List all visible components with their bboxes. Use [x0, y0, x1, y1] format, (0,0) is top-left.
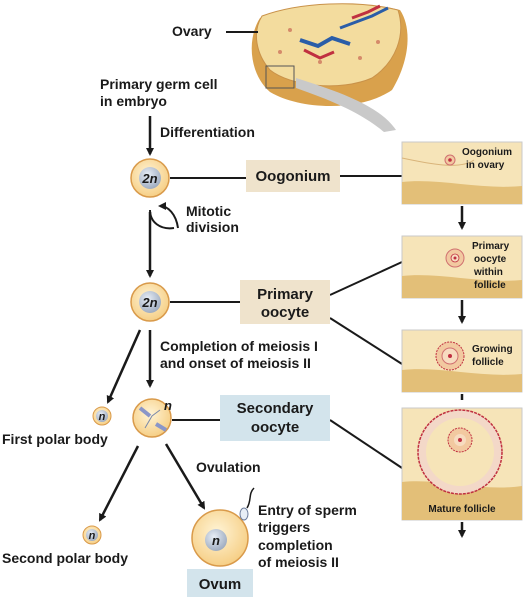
ovum-ploidy: n — [212, 533, 220, 548]
differentiation-label: Differentiation — [160, 124, 255, 140]
panel-primary-oocyte-follicle: Primary oocyte within follicle — [401, 235, 523, 299]
ovulation-label: Ovulation — [196, 459, 261, 475]
oogonium-box-label: Oogonium — [256, 168, 331, 185]
panel-4-label-1: Mature follicle — [428, 504, 496, 515]
arrow-primary-to-first-polar — [106, 329, 142, 404]
mitotic-label-1: Mitotic — [186, 203, 231, 219]
arrow-secondary-to-second-polar — [98, 445, 140, 522]
panel-1-label-1: Oogonium — [462, 147, 512, 158]
mitotic-curved-arrow — [158, 202, 179, 229]
primary-oocyte-box-label-1: Primary — [257, 286, 314, 303]
primary-germ-cell-label-1: Primary germ cell — [100, 76, 218, 92]
panel-growing-follicle: Growing follicle — [401, 329, 523, 393]
ovum-box-label: Ovum — [199, 576, 242, 593]
panel-2-label-2: oocyte — [474, 254, 507, 265]
first-polar-ploidy: n — [99, 411, 106, 423]
secondary-oocyte-box — [220, 395, 330, 441]
entry-label-2: triggers — [258, 519, 310, 535]
secondary-oocyte-box-label-1: Secondary — [237, 400, 314, 417]
mitotic-label-2: division — [186, 219, 239, 235]
entry-label-1: Entry of sperm — [258, 502, 357, 518]
ovary-illustration — [251, 3, 408, 132]
panel-oogonium-in-ovary: Oogonium in ovary — [401, 141, 523, 205]
ovum-box — [187, 569, 253, 597]
primary-germ-cell-label-2: in embryo — [100, 93, 167, 109]
connector-primary-panel-top — [329, 261, 403, 296]
first-polar-body-label: First polar body — [2, 431, 108, 447]
oogonium-cell: 2n — [130, 158, 170, 198]
primary-oocyte-ploidy: 2n — [141, 295, 157, 310]
panel-1-label-2: in ovary — [466, 160, 505, 171]
first-polar-body-cell: n — [92, 406, 112, 426]
primary-oocyte-box — [240, 280, 330, 324]
secondary-oocyte-box-label-2: oocyte — [251, 419, 299, 436]
mitotic-loop — [149, 209, 175, 230]
second-polar-body-cell: n — [82, 525, 102, 545]
arrow-secondary-to-ovum — [164, 443, 206, 510]
panel-mature-follicle: Mature follicle — [401, 407, 523, 521]
connector-secondary-panel — [329, 419, 403, 469]
primary-oocyte-cell: 2n — [130, 282, 170, 322]
completion-label-1: Completion of meiosis I — [160, 338, 318, 354]
second-polar-ploidy: n — [89, 530, 96, 542]
connector-primary-panel-bottom — [329, 317, 403, 365]
ovary-label: Ovary — [172, 23, 212, 39]
panel-2-label-4: follicle — [474, 280, 506, 291]
panel-2-label-1: Primary — [472, 241, 510, 252]
second-polar-body-label: Second polar body — [2, 550, 128, 566]
panel-3-label-2: follicle — [472, 357, 504, 368]
panel-2-label-3: within — [473, 267, 503, 278]
entry-label-3: completion — [258, 537, 333, 553]
oogonium-ploidy: 2n — [141, 171, 157, 186]
completion-label-2: and onset of meiosis II — [160, 355, 311, 371]
entry-label-4: of meiosis II — [258, 554, 339, 570]
oogonium-box — [246, 160, 340, 192]
secondary-oocyte-ploidy: n — [164, 398, 172, 413]
panel-3-label-1: Growing — [472, 344, 513, 355]
secondary-oocyte-cell: n — [132, 398, 172, 438]
ovum-cell: n — [191, 487, 255, 567]
primary-oocyte-box-label-2: oocyte — [261, 304, 309, 321]
